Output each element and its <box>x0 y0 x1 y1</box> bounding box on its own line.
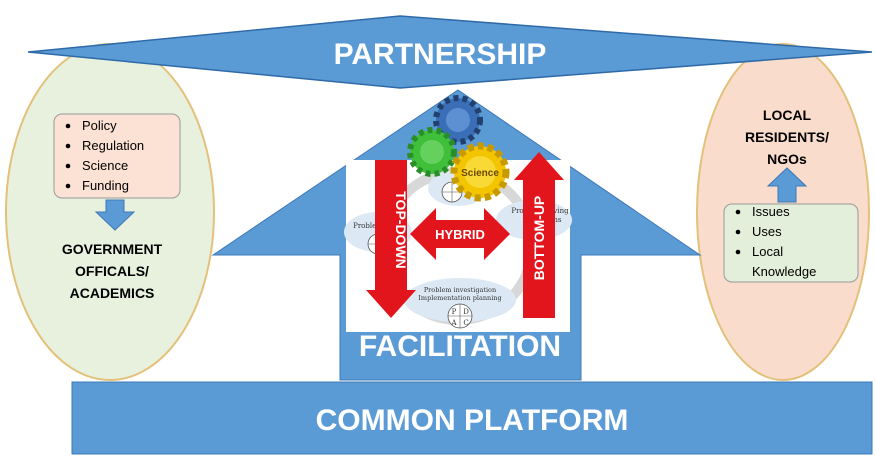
cycle-text-left: Problem <box>353 222 383 230</box>
left-item-regulation: Regulation <box>82 138 144 153</box>
right-label-line-1: LOCAL <box>763 107 812 123</box>
hybrid-arrow <box>410 208 510 260</box>
left-label-line-3: ACADEMICS <box>70 285 155 301</box>
left-item-science: Science <box>82 158 128 173</box>
left-down-arrow <box>94 199 136 231</box>
right-up-arrow <box>766 167 808 203</box>
bottom-up-arrow <box>514 152 564 318</box>
partnership-label: PARTNERSHIP <box>334 38 547 71</box>
left-item-funding: Funding <box>82 178 129 193</box>
left-bullet-list: Policy Regulation Science Funding <box>65 118 144 193</box>
right-item-issues: Issues <box>752 204 790 219</box>
right-label-line-3: NGOs <box>767 151 807 167</box>
top-down-label: TOP-DOWN <box>393 191 409 269</box>
facilitation-label: FACILITATION <box>359 330 561 363</box>
right-item-knowledge: Knowledge <box>752 264 816 279</box>
left-item-policy: Policy <box>82 118 117 133</box>
gear-blue-icon <box>433 95 483 145</box>
left-label-line-2: OFFICALS/ <box>75 263 149 279</box>
pdca-bottom: P D A C <box>447 303 473 329</box>
right-item-uses: Uses <box>752 224 782 239</box>
left-bullet-box <box>53 113 181 199</box>
pdca-a: A <box>450 319 457 327</box>
right-bullet-box <box>723 203 859 283</box>
right-bullet-list: Issues Uses Local Knowledge <box>735 204 816 279</box>
common-platform-label: COMMON PLATFORM <box>316 404 629 437</box>
bottom-up-label: BOTTOM-UP <box>531 196 547 281</box>
gear-label: Science <box>461 168 499 179</box>
cycle-text-bottom-1: Problem investigation <box>424 286 496 294</box>
hybrid-label: HYBRID <box>435 227 485 242</box>
gear-yellow-icon: Science <box>450 142 510 202</box>
cycle-text-bottom-2: Implementation planning <box>418 294 501 302</box>
cycle-node-bottom <box>404 278 516 322</box>
right-label-line-2: RESIDENTS/ <box>745 129 829 145</box>
pdca-p: P <box>452 308 457 316</box>
gear-green-icon <box>407 127 457 177</box>
top-down-arrow <box>366 160 416 318</box>
pdca-d: D <box>463 308 469 316</box>
right-item-local: Local <box>752 244 783 259</box>
common-platform-bar <box>71 381 873 455</box>
left-label-line-1: GOVERNMENT <box>62 241 163 257</box>
pdca-c: C <box>463 319 468 327</box>
partnership-banner <box>27 15 873 89</box>
